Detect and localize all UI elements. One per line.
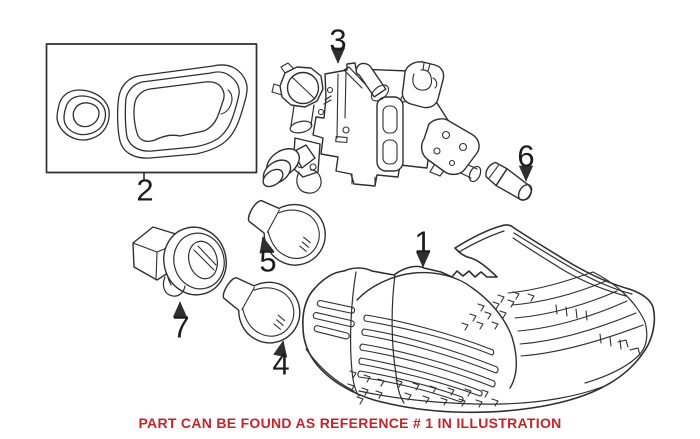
callout-6: 6: [517, 138, 535, 174]
callout-5: 5: [259, 243, 277, 279]
housing-stripes-right: [508, 272, 643, 356]
callout-4: 4: [272, 346, 290, 382]
lower-socket: [259, 138, 321, 193]
mounting-flange: [422, 119, 483, 183]
large-gasket: [118, 65, 248, 158]
bulb-socket-port: [272, 63, 323, 135]
bulb-carrier-part3: [259, 62, 483, 193]
callout-arrows: [172, 47, 534, 358]
callout-7: 7: [172, 309, 190, 345]
small-gasket: [57, 90, 109, 140]
lens-stripes-long: [358, 315, 498, 402]
bulb-socket-part7: [133, 220, 234, 302]
callout-1: 1: [414, 224, 432, 260]
bulb-part6: [482, 160, 535, 204]
callout-2: 2: [136, 172, 154, 208]
clip-bracket: [402, 62, 443, 108]
gasket-set-part2: [47, 44, 257, 179]
socket-stud: [344, 63, 392, 104]
callout-3: 3: [329, 22, 347, 58]
lens-stripes-short: [313, 300, 356, 340]
bulb-part5: [235, 182, 338, 278]
reference-caption: PART CAN BE FOUND AS REFERENCE # 1 IN IL…: [138, 415, 562, 431]
tail-light-assembly-part1: [303, 225, 655, 412]
